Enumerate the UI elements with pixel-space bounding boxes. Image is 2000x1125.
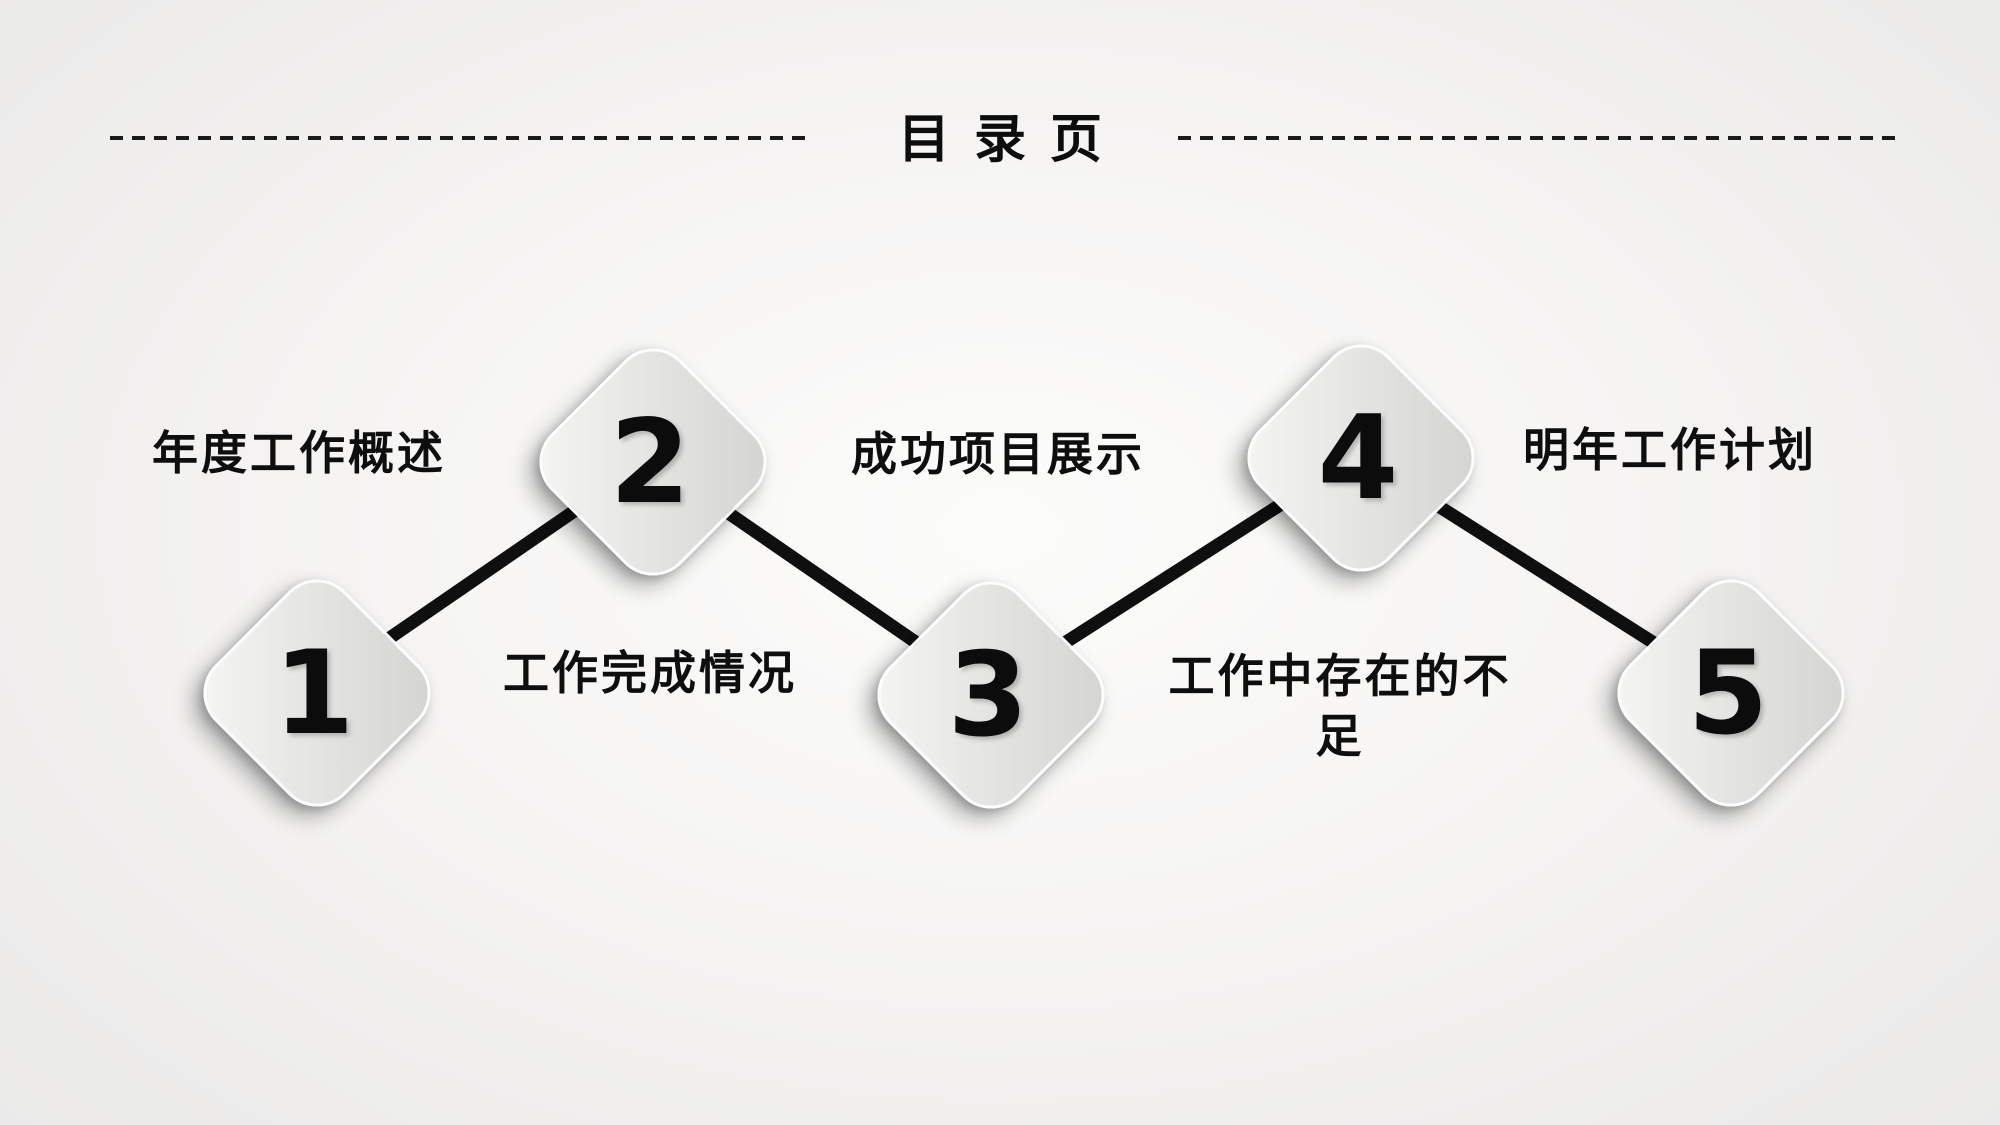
toc-node-4: 4: [1230, 327, 1492, 589]
toc-item-1-label: 年度工作概述: [152, 427, 446, 480]
toc-node-2-number: 2: [609, 395, 691, 530]
page-title: 目录页: [897, 111, 1126, 169]
toc-item-3-label: 成功项目展示: [851, 428, 1145, 481]
toc-node-1-number: 1: [273, 626, 355, 761]
toc-node-3: 3: [860, 564, 1122, 826]
title-row: 目录页: [0, 112, 2000, 172]
toc-item-5-label: 明年工作计划: [1523, 424, 1817, 477]
toc-node-5-number: 5: [1687, 626, 1769, 761]
toc-item-4-label: 工作中存在的不足: [1168, 650, 1512, 762]
toc-node-3-number: 3: [947, 628, 1029, 763]
toc-node-2: 2: [522, 331, 784, 593]
toc-item-2-label: 工作完成情况: [503, 647, 797, 700]
toc-node-4-number: 4: [1317, 391, 1399, 526]
toc-node-1: 1: [186, 562, 448, 824]
toc-node-5: 5: [1600, 562, 1862, 824]
